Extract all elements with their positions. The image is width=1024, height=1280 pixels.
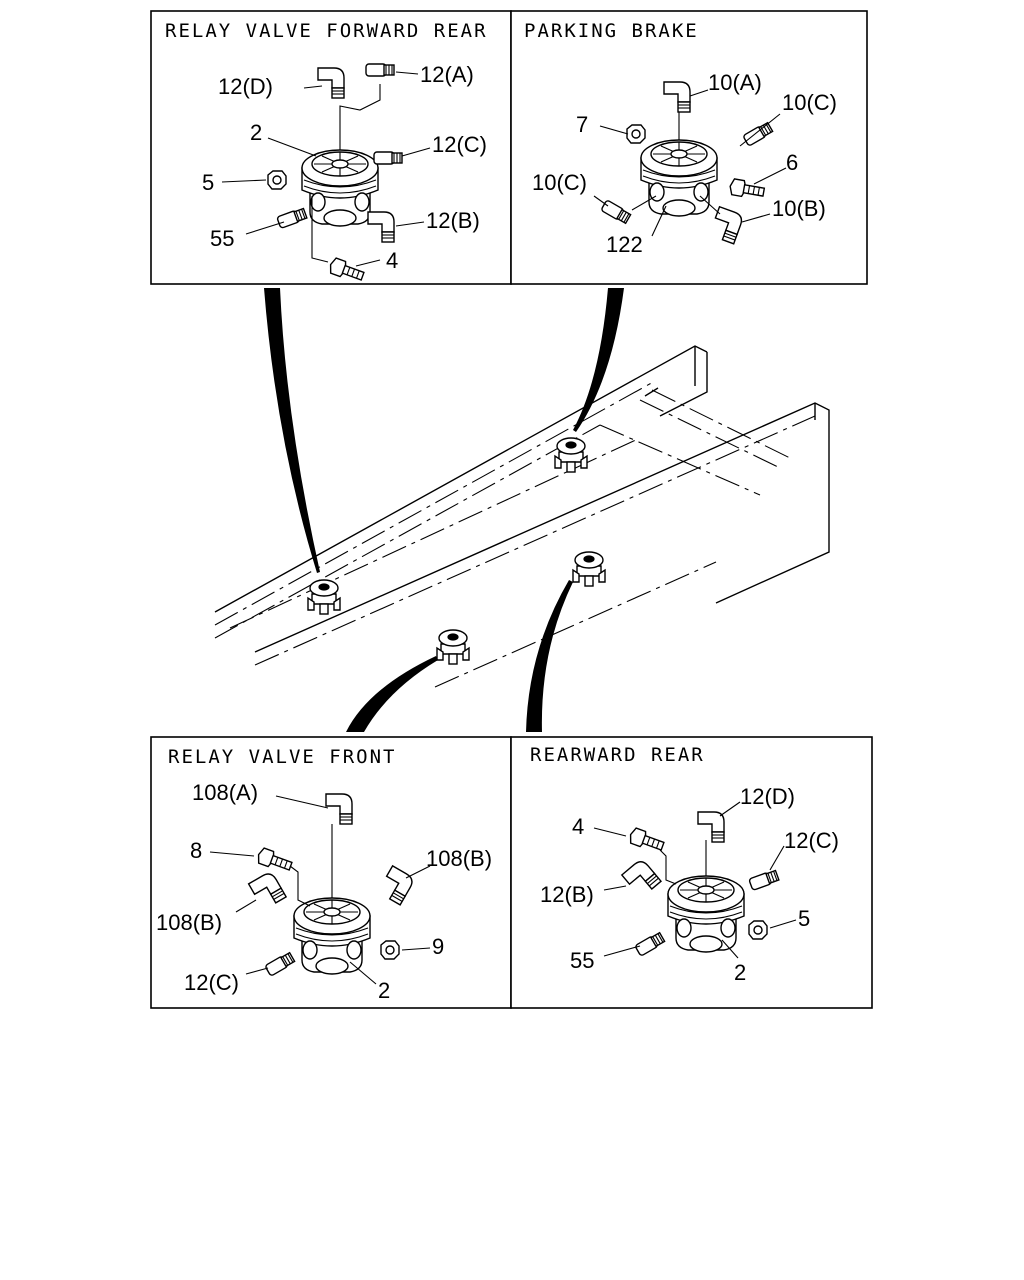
panel-title-rearward-rear: REARWARD REAR	[530, 744, 705, 766]
callout-10c-lower: 10(C)	[532, 170, 587, 195]
panel-top-left-content: RELAY VALVE FORWARD REAR 12(D) 12(A) 2 1…	[165, 20, 488, 285]
panel-top-right-content: PARKING BRAKE 10(A) 7 10(C) 6 10(C) 10(B…	[524, 20, 837, 257]
callout-12b: 12(B)	[540, 882, 594, 907]
callout-4: 4	[572, 814, 584, 839]
callout-12a: 12(A)	[420, 62, 474, 87]
callout-55: 55	[210, 226, 234, 251]
panel-rearward-rear	[510, 736, 873, 1009]
callout-12b: 12(B)	[426, 208, 480, 233]
callout-2: 2	[378, 978, 390, 1003]
callout-4: 4	[386, 248, 398, 273]
leader-wedges	[264, 288, 624, 732]
callout-12d: 12(D)	[218, 74, 273, 99]
panel-title-relay-valve-forward-rear: RELAY VALVE FORWARD REAR	[165, 20, 488, 42]
callout-55: 55	[570, 948, 594, 973]
callout-12c: 12(C)	[184, 970, 239, 995]
callout-10c-upper: 10(C)	[782, 90, 837, 115]
panel-bottom-left-content: RELAY VALVE FRONT 108(A) 8 108(B) 108(B)…	[156, 746, 492, 1003]
callout-12c: 12(C)	[784, 828, 839, 853]
panel-title-parking-brake: PARKING BRAKE	[524, 20, 699, 42]
callout-12d: 12(D)	[740, 784, 795, 809]
panel-title-relay-valve-front: RELAY VALVE FRONT	[168, 746, 396, 768]
callout-10a: 10(A)	[708, 70, 762, 95]
callout-2: 2	[250, 120, 262, 145]
callout-12c: 12(C)	[432, 132, 487, 157]
callout-5: 5	[798, 906, 810, 931]
callout-6: 6	[786, 150, 798, 175]
panel-relay-valve-forward-rear	[150, 10, 512, 285]
callout-108b-right: 108(B)	[426, 846, 492, 871]
callout-8: 8	[190, 838, 202, 863]
callout-122: 122	[606, 232, 643, 257]
callout-7: 7	[576, 112, 588, 137]
callout-2: 2	[734, 960, 746, 985]
panel-bottom-right-content: REARWARD REAR 12(D) 4 12(C) 12(B) 5 55 2	[530, 744, 839, 985]
callout-5: 5	[202, 170, 214, 195]
callout-9: 9	[432, 934, 444, 959]
callout-10b: 10(B)	[772, 196, 826, 221]
callout-108a: 108(A)	[192, 780, 258, 805]
chassis-frame	[214, 345, 830, 688]
callout-108b-left: 108(B)	[156, 910, 222, 935]
